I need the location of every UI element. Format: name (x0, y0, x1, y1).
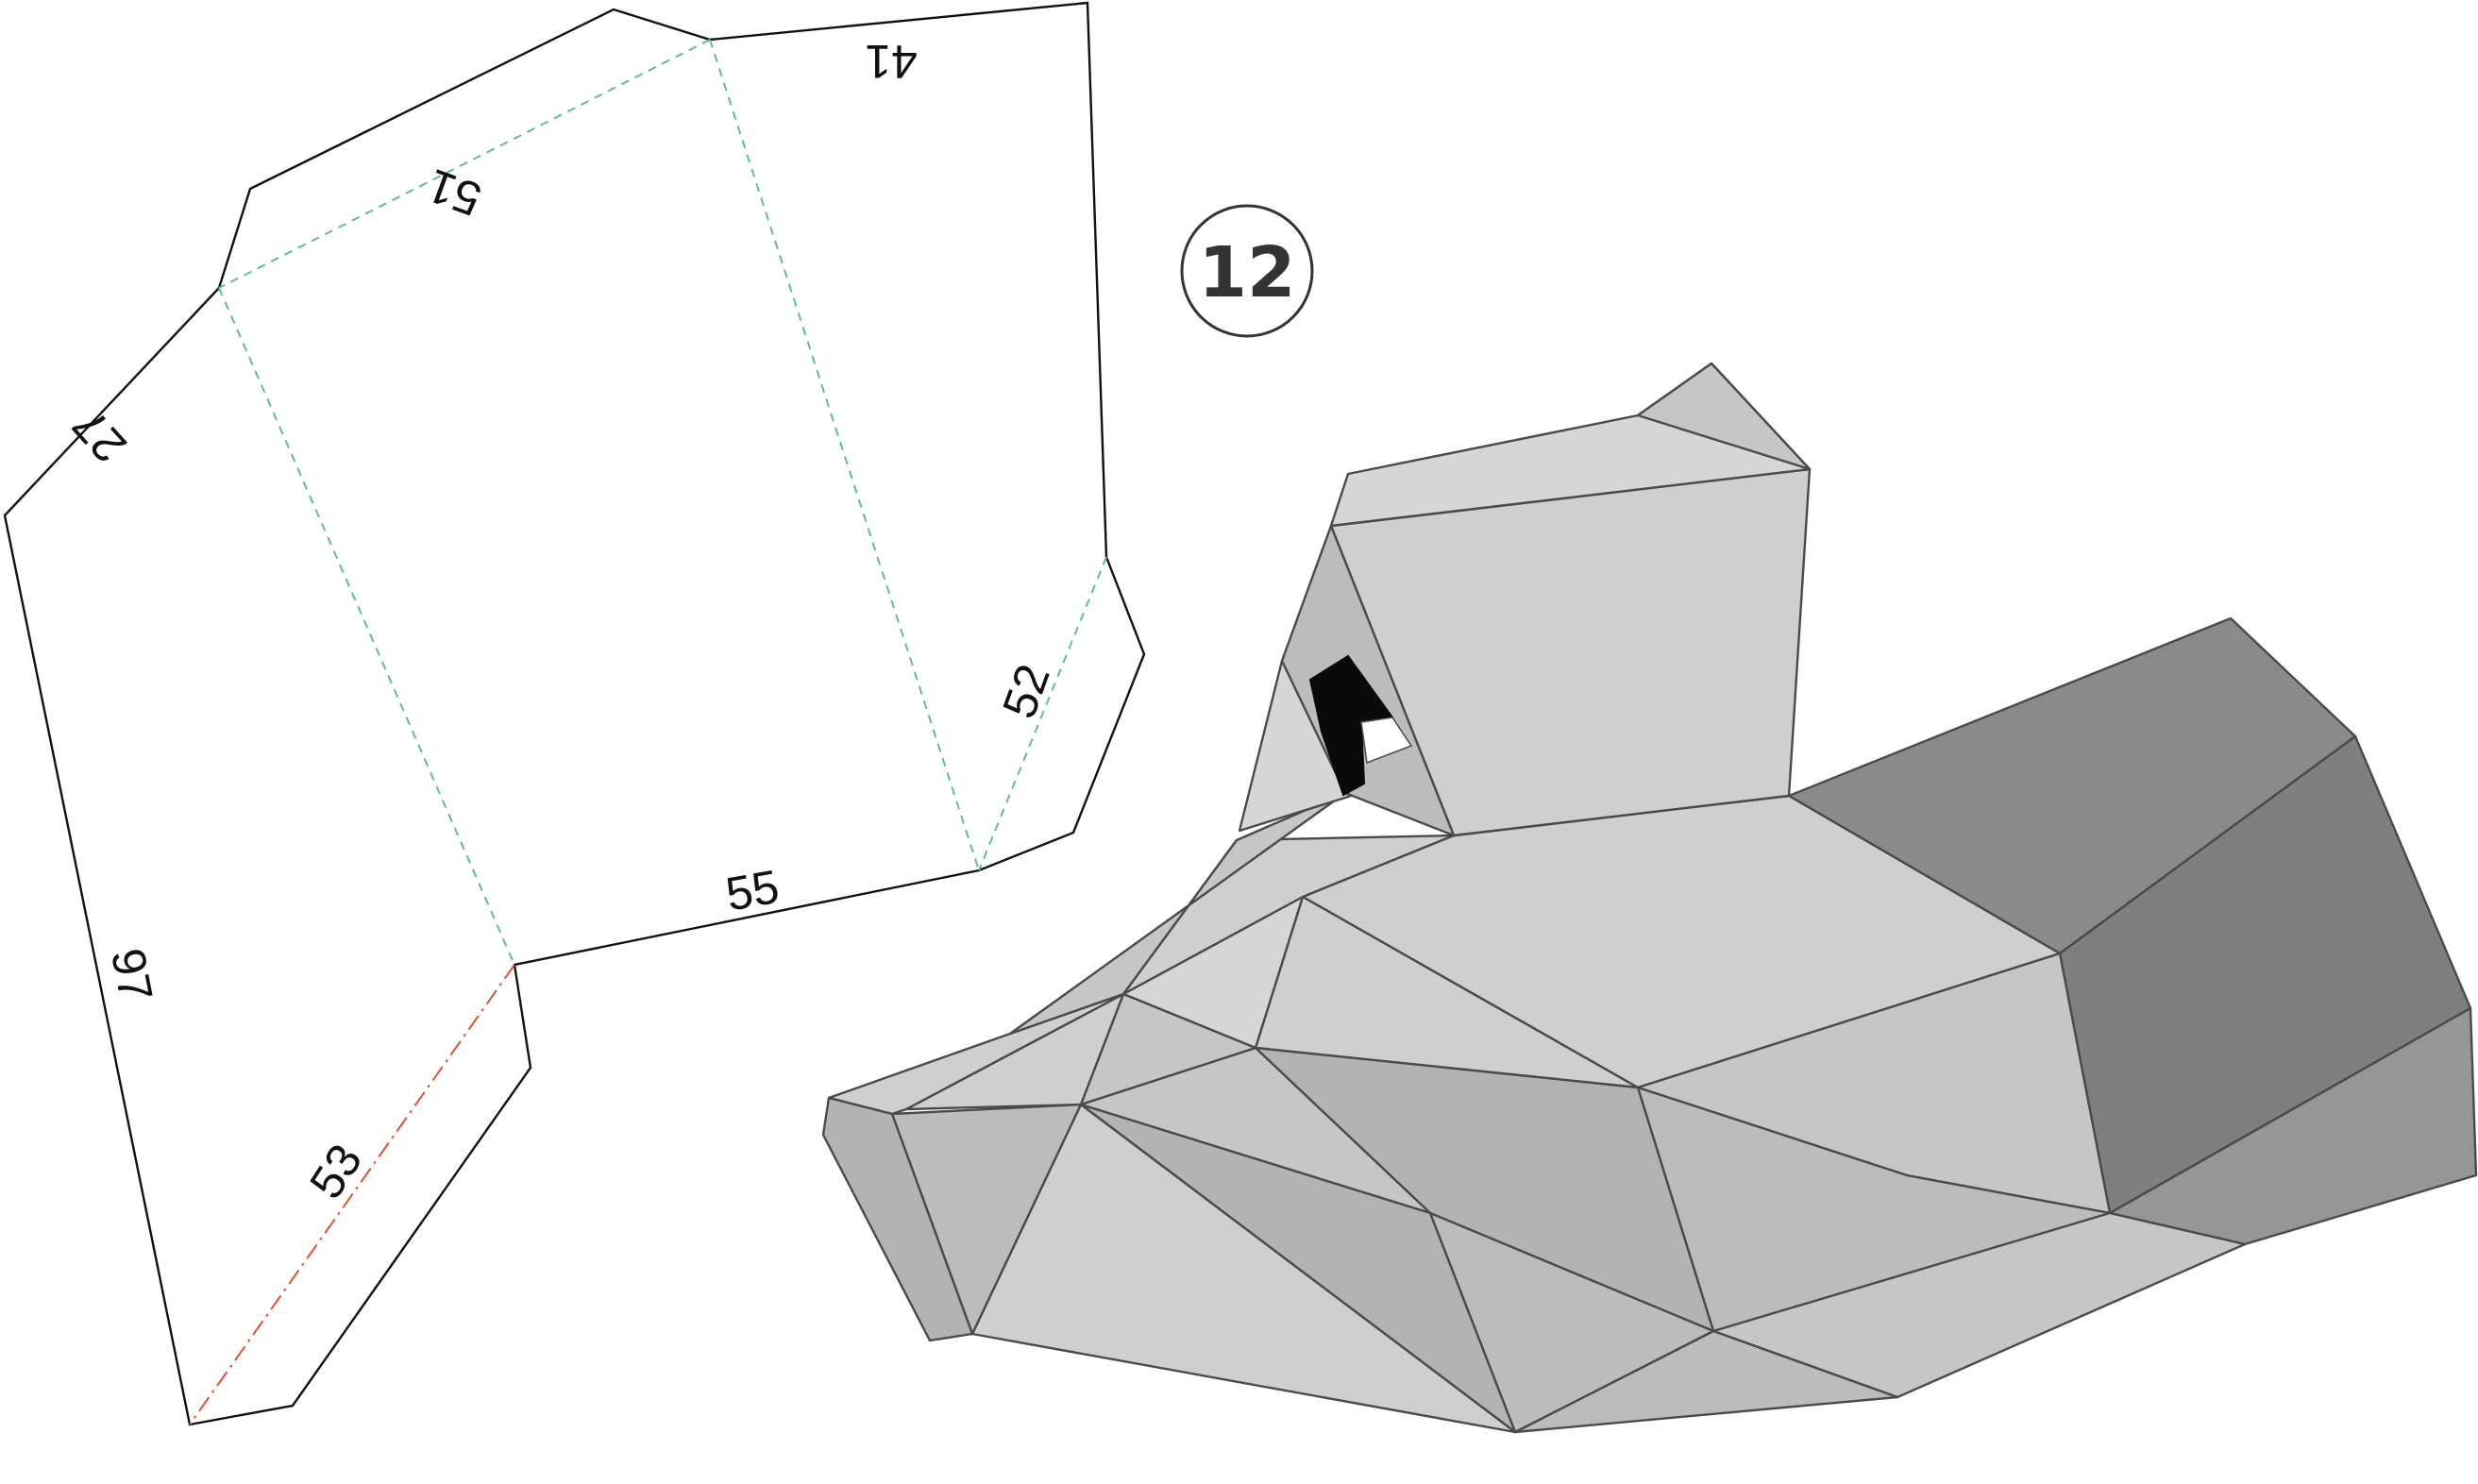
glue-label-41: 41 (865, 35, 918, 88)
eye-highlight-icon (1360, 717, 1413, 765)
glue-label-51: 51 (420, 159, 487, 227)
brow-front (1008, 791, 1347, 1036)
nose-tip-front (821, 1096, 974, 1342)
fold-line-top (218, 39, 711, 289)
glue-label-55: 55 (722, 860, 784, 921)
fold-line-right (709, 39, 980, 871)
fold-line-left (218, 287, 515, 966)
glue-label-53: 53 (299, 1135, 372, 1207)
fold-line-bottom (189, 964, 515, 1425)
glue-label-27: 27 (62, 398, 137, 473)
step-number: 12 (1199, 232, 1296, 313)
eye-pupil-icon (1308, 654, 1394, 797)
ear-outer (1636, 362, 1812, 471)
glue-label-97: 97 (101, 944, 163, 1005)
step-badge: 12 (1180, 204, 1314, 338)
step-badge-ring (1180, 204, 1314, 338)
fold-line-tab (978, 556, 1107, 871)
polygon-head-model (821, 362, 2478, 1434)
glue-label-52: 52 (992, 657, 1060, 724)
